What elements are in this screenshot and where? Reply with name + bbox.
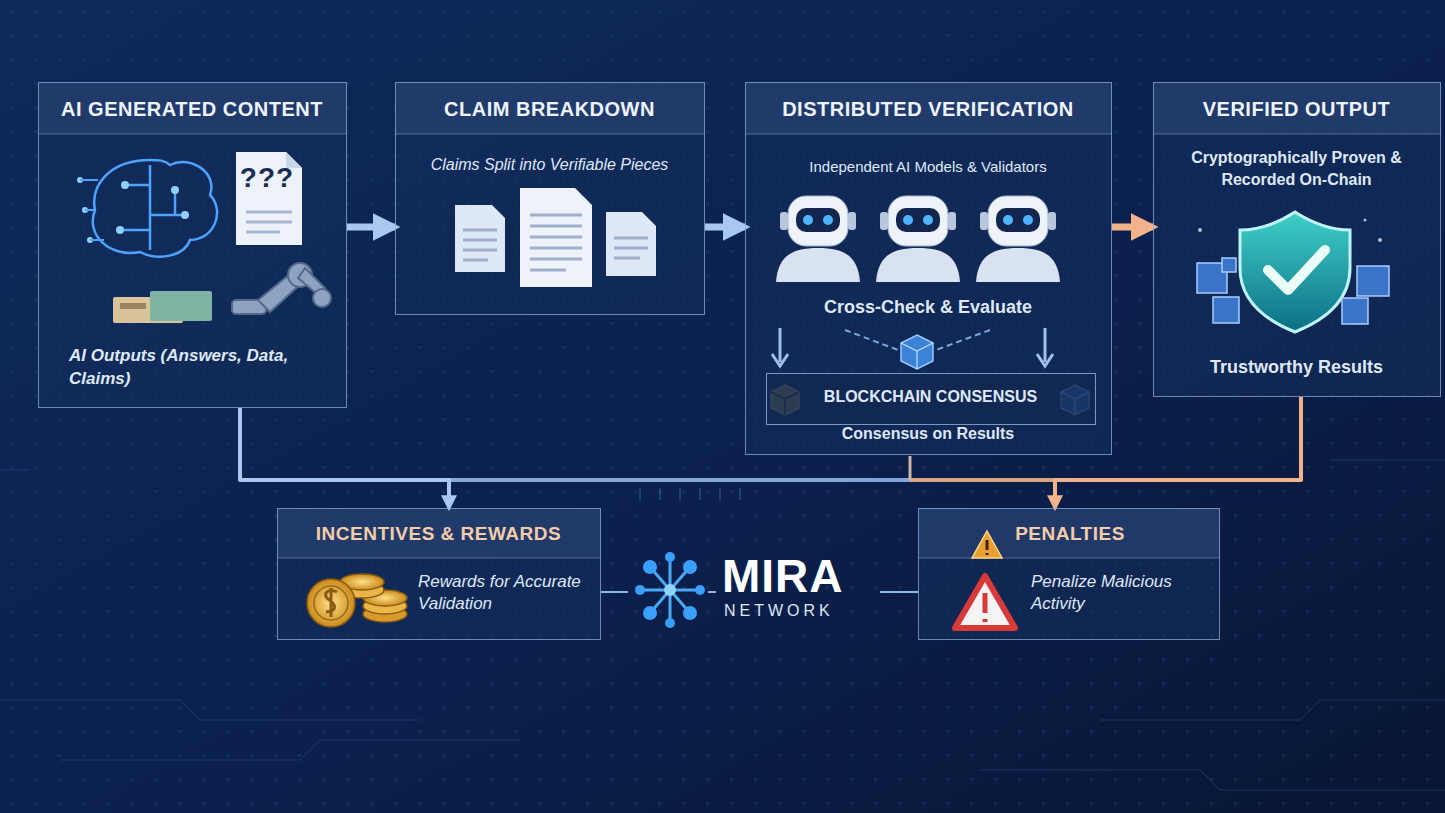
panel-text: Consensus on Results	[756, 423, 1100, 445]
flow-arrow	[1112, 224, 1153, 231]
flow-arrow	[240, 408, 449, 508]
panel-text: Independent AI Models & Validators	[756, 157, 1100, 177]
robot-icon	[876, 196, 960, 282]
panel-text: Cryptographically Proven & Recorded On-C…	[1162, 147, 1431, 190]
stage-panel: AI GENERATED CONTENT AI Outputs (Answers,…	[38, 82, 347, 408]
panel-title: DISTRIBUTED VERIFICATION	[746, 83, 1110, 135]
panel-text: Cross-Check & Evaluate	[756, 297, 1100, 318]
stage-panel: INCENTIVES & REWARDS Rewards for Accurate…	[277, 508, 601, 640]
panel-text: AI Outputs (Answers, Data, Claims)	[69, 345, 331, 391]
flow-arrow	[347, 224, 395, 231]
panel-title: CLAIM BREAKDOWN	[396, 83, 703, 135]
panel-text: Trustworthy Results	[1162, 357, 1431, 378]
flow-arrow	[705, 224, 745, 231]
panel-text: Rewards for Accurate Validation	[418, 571, 594, 615]
consensus-box: BLOCKCHAIN CONSENSUS	[766, 373, 1096, 425]
panel-title: AI GENERATED CONTENT	[39, 83, 345, 135]
stage-panel: PENALTIES Penalize Malicious Activity	[918, 508, 1220, 640]
panel-title: BLOCKCHAIN CONSENSUS	[807, 374, 1054, 419]
stage-panel: CLAIM BREAKDOWN Claims Split into Verifia…	[395, 82, 705, 315]
robot-icon	[976, 196, 1060, 282]
panel-text: Claims Split into Verifiable Pieces	[406, 155, 693, 176]
robot-icon	[776, 196, 860, 282]
panel-text: Penalize Malicious Activity	[1031, 571, 1209, 615]
panel-title: VERIFIED OUTPUT	[1154, 83, 1439, 135]
stage-panel: VERIFIED OUTPUT Cryptographically Proven …	[1153, 82, 1441, 397]
brand-name: MIRA	[722, 553, 882, 599]
brand-subtitle: NETWORK	[724, 603, 884, 619]
stage-panel: DISTRIBUTED VERIFICATION Independent AI M…	[745, 82, 1112, 455]
panel-title: PENALTIES	[939, 509, 1201, 559]
document-mark: ???	[238, 162, 296, 194]
panel-title: INCENTIVES & REWARDS	[278, 509, 599, 559]
